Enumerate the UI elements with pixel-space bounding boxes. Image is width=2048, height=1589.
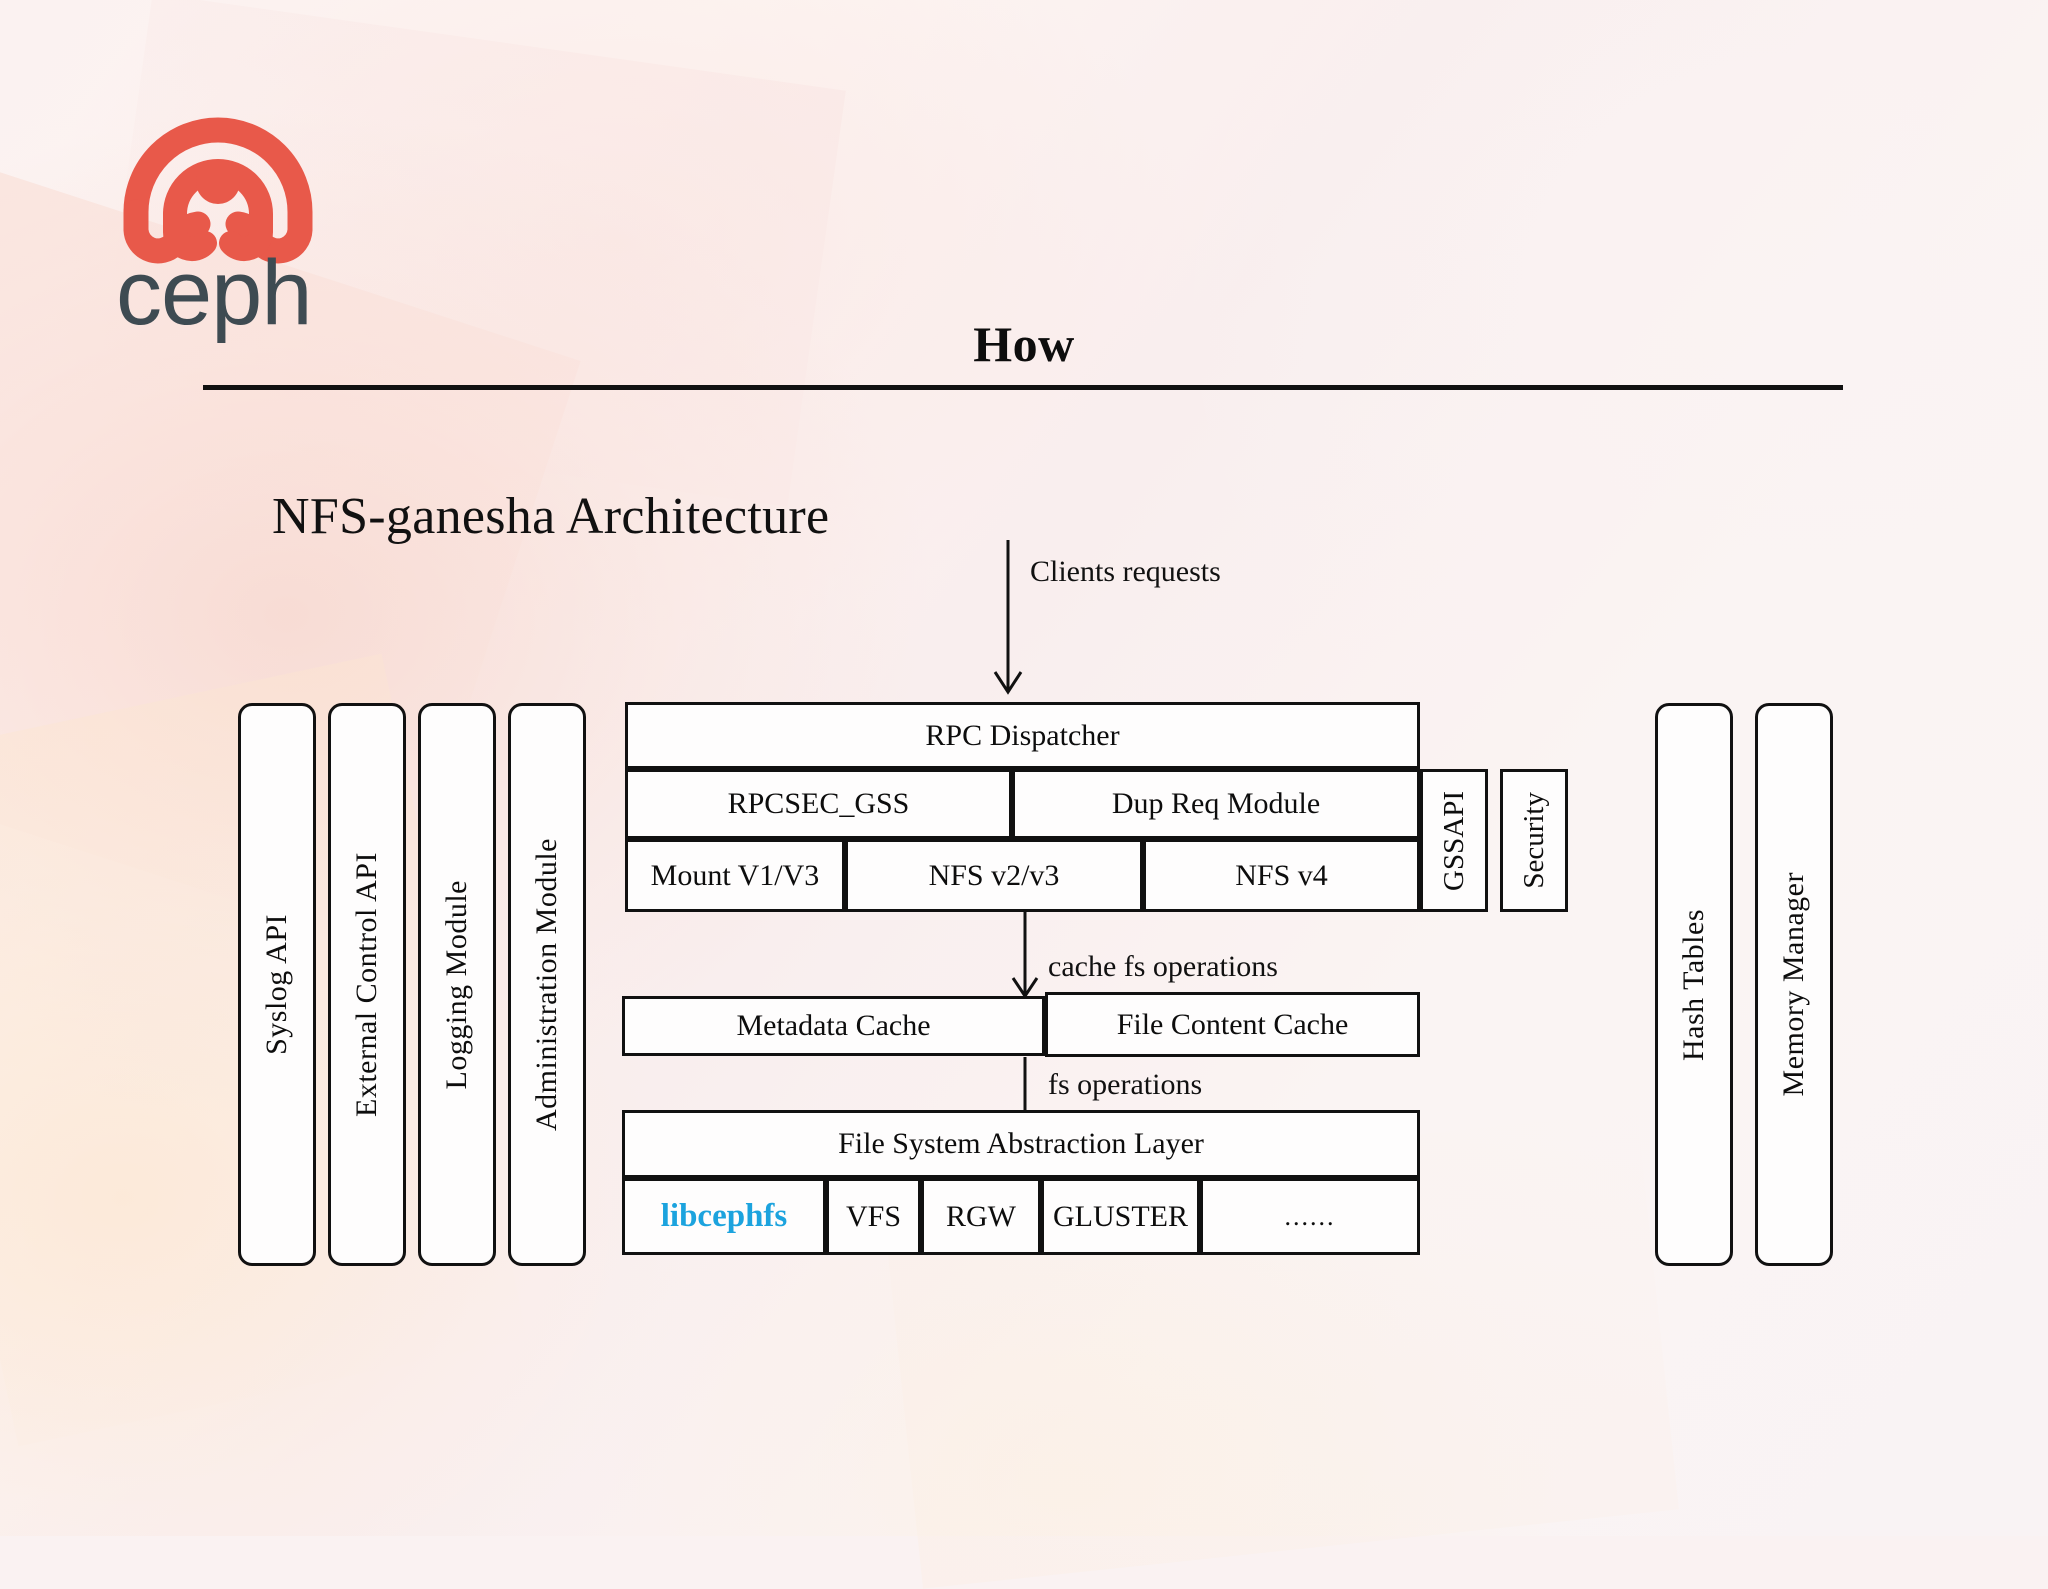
mount-v1-v3-label: Mount V1/V3 <box>650 858 820 892</box>
rpc-dispatcher-label: RPC Dispatcher <box>925 718 1120 752</box>
page-title: How <box>973 316 1075 372</box>
gssapi-column[interactable]: GSSAPI <box>1420 769 1488 912</box>
fsal-backend-label: RGW <box>946 1199 1016 1233</box>
fsal-backend-libcephfs[interactable]: libcephfs <box>622 1178 826 1255</box>
module-external-control-api[interactable]: External Control API <box>328 703 406 1266</box>
module-label: Logging Module <box>440 879 473 1090</box>
module-label: Hash Tables <box>1677 908 1710 1061</box>
ceph-wordmark: ceph <box>116 242 312 344</box>
fsal-backend-label: GLUSTER <box>1053 1199 1188 1233</box>
fsal-backend-other[interactable]: ...... <box>1200 1178 1420 1255</box>
cache-fs-operations-label: cache fs operations <box>1048 950 1278 983</box>
module-logging-module[interactable]: Logging Module <box>418 703 496 1266</box>
module-label: Administration Module <box>530 838 563 1131</box>
fsal-label: File System Abstraction Layer <box>838 1127 1204 1160</box>
dup-req-module-label: Dup Req Module <box>1111 787 1321 820</box>
nfs-v2-v3-label: NFS v2/v3 <box>928 858 1060 892</box>
fsal-backend-label: libcephfs <box>660 1198 788 1234</box>
security-label: Security <box>1517 792 1550 889</box>
fs-operations-label: fs operations <box>1048 1068 1203 1101</box>
metadata-cache-label: Metadata Cache <box>736 1009 931 1042</box>
clients-requests-label: Clients requests <box>1030 555 1221 588</box>
gssapi-label: GSSAPI <box>1437 790 1470 891</box>
title-divider <box>203 385 1843 390</box>
module-hash-tables[interactable]: Hash Tables <box>1655 703 1733 1266</box>
fsal-backend-vfs[interactable]: VFS <box>826 1178 921 1255</box>
rpc-dispatcher-box[interactable]: RPC Dispatcher <box>625 702 1420 769</box>
file-content-cache-box[interactable]: File Content Cache <box>1045 992 1420 1057</box>
fsal-backend-gluster[interactable]: GLUSTER <box>1041 1178 1200 1255</box>
mount-v1-v3-box[interactable]: Mount V1/V3 <box>625 839 845 912</box>
cache-fs-operations-arrow <box>1011 912 1039 999</box>
rpcsec-gss-box[interactable]: RPCSEC_GSS <box>625 769 1012 839</box>
metadata-cache-box[interactable]: Metadata Cache <box>622 996 1045 1056</box>
module-syslog-api[interactable]: Syslog API <box>238 703 316 1266</box>
fsal-backend-label: VFS <box>845 1199 902 1233</box>
nfs-v4-box[interactable]: NFS v4 <box>1143 839 1420 912</box>
module-administration-module[interactable]: Administration Module <box>508 703 586 1266</box>
section-title: NFS-ganesha Architecture <box>272 488 830 545</box>
dup-req-module-box[interactable]: Dup Req Module <box>1012 769 1420 839</box>
clients-requests-arrow <box>993 540 1023 695</box>
security-column[interactable]: Security <box>1500 769 1568 912</box>
module-label: External Control API <box>350 852 383 1117</box>
fsal-backend-rgw[interactable]: RGW <box>921 1178 1041 1255</box>
file-content-cache-label: File Content Cache <box>1116 1007 1349 1041</box>
module-label: Syslog API <box>260 914 293 1055</box>
nfs-v2-v3-box[interactable]: NFS v2/v3 <box>845 839 1143 912</box>
ceph-logo-icon <box>118 62 318 292</box>
module-label: Memory Manager <box>1777 872 1810 1097</box>
nfs-v4-label: NFS v4 <box>1235 858 1328 892</box>
fsal-box[interactable]: File System Abstraction Layer <box>622 1110 1420 1178</box>
module-memory-manager[interactable]: Memory Manager <box>1755 703 1833 1266</box>
fsal-backend-label: ...... <box>1284 1201 1336 1231</box>
rpcsec-gss-label: RPCSEC_GSS <box>727 787 910 820</box>
